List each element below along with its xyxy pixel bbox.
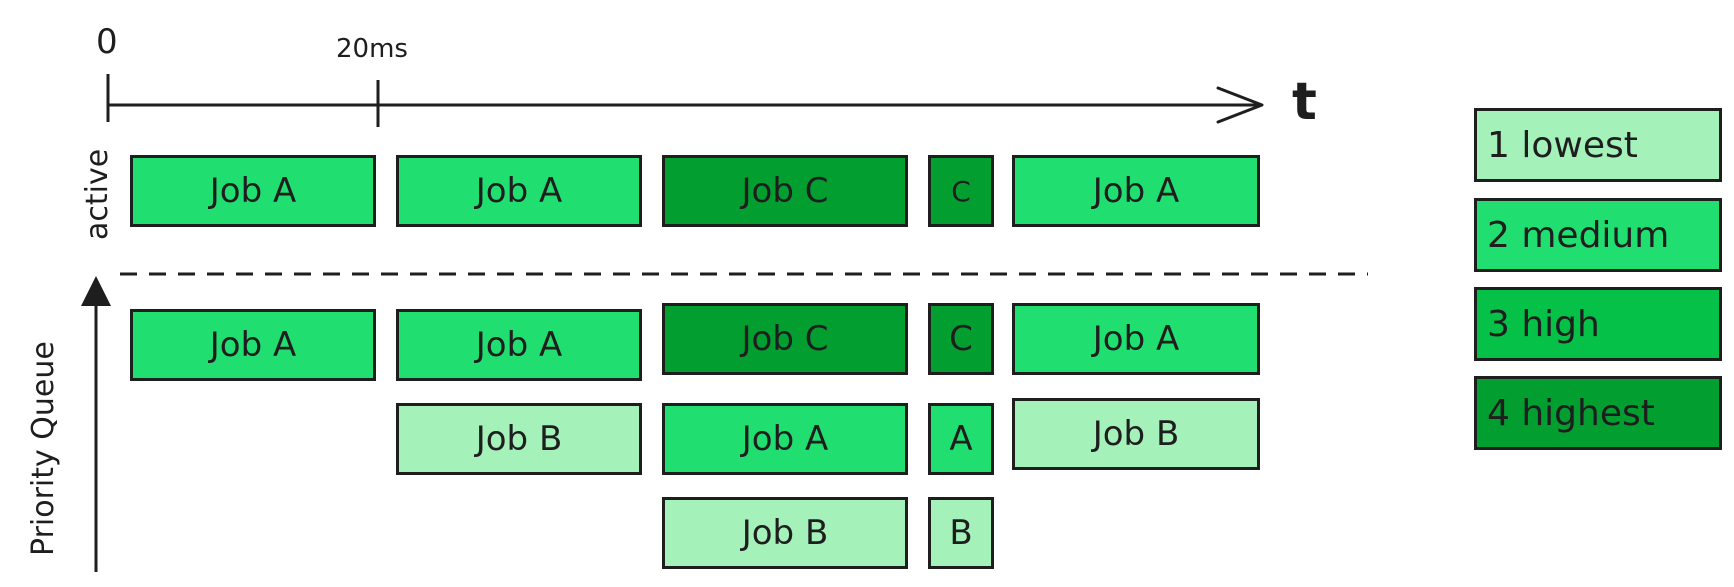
legend-item-highest: 4 highest: [1474, 376, 1722, 450]
queue-row1-job-a-1: Job A: [130, 309, 376, 381]
queue-row1-job-a-2: Job A: [396, 309, 642, 381]
queue-row2-job-a: Job A: [662, 403, 908, 475]
queue-row2-a-short: A: [928, 403, 994, 475]
legend-item-medium: 2 medium: [1474, 198, 1722, 272]
priority-queue-label: Priority Queue: [26, 341, 61, 556]
active-job-a-2: Job A: [396, 155, 642, 227]
active-row-label: active: [80, 148, 115, 240]
queue-row2-job-b-2: Job B: [1012, 398, 1260, 470]
time-axis-label: t: [1292, 72, 1317, 132]
active-job-a-1: Job A: [130, 155, 376, 227]
tick-20ms-label: 20ms: [336, 34, 408, 64]
legend-item-lowest: 1 lowest: [1474, 108, 1722, 182]
queue-row1-c-short: C: [928, 303, 994, 375]
active-job-a-3: Job A: [1012, 155, 1260, 227]
queue-row1-job-a-3: Job A: [1012, 303, 1260, 375]
queue-row3-job-b: Job B: [662, 497, 908, 569]
queue-row1-job-c: Job C: [662, 303, 908, 375]
active-job-c: Job C: [662, 155, 908, 227]
tick-start-label: 0: [96, 22, 118, 62]
queue-row3-b-short: B: [928, 497, 994, 569]
queue-row2-job-b-1: Job B: [396, 403, 642, 475]
active-c-short: C: [928, 155, 994, 227]
legend-item-high: 3 high: [1474, 287, 1722, 361]
